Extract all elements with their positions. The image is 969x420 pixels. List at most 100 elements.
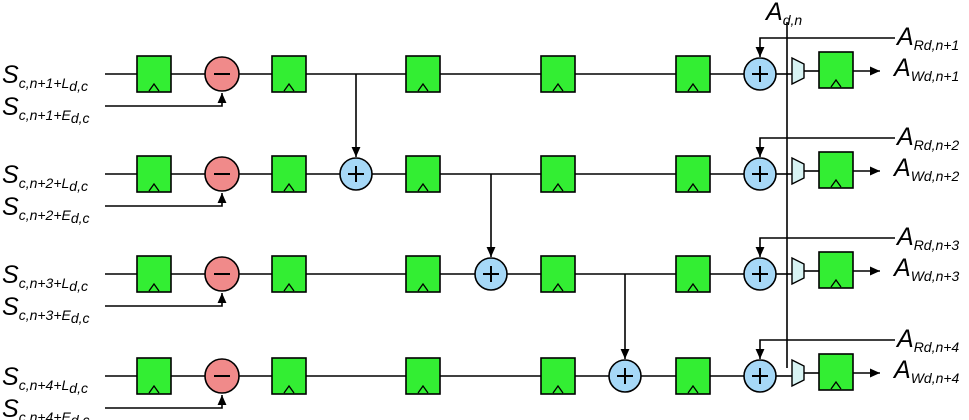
register-body (271, 155, 307, 193)
label-input-l: Sc,n+3+Ld,c (2, 261, 88, 294)
label-main: A (892, 154, 911, 182)
clock-mark (148, 282, 160, 292)
label-sub: Wd,n+1 (911, 68, 960, 84)
wire-feedback (755, 37, 787, 57)
label-main: S (2, 363, 19, 391)
register (136, 55, 172, 93)
label-main: A (895, 123, 914, 151)
label-sub: c,n+2+E (19, 207, 72, 223)
register-body (405, 357, 441, 395)
label-main: A (892, 54, 911, 82)
register (675, 255, 711, 293)
register (675, 155, 711, 193)
label-main: S (2, 293, 19, 321)
label-input-l: Sc,n+1+Ld,c (2, 61, 88, 94)
register-body (136, 255, 172, 293)
clock-mark (830, 78, 842, 88)
register (271, 55, 307, 93)
label-sub: Wd,n+3 (911, 268, 960, 284)
output-mux (791, 56, 805, 86)
label-ad-n: Ad,n (764, 0, 802, 28)
label-main: A (892, 254, 911, 282)
register-body (271, 255, 307, 293)
clock-mark (148, 384, 160, 394)
register-body (405, 55, 441, 93)
label-sub2: d,c (71, 412, 90, 420)
register (136, 357, 172, 395)
clock-mark (830, 178, 842, 188)
label-read-out: ARd,n+4 (895, 325, 959, 355)
components-layer (136, 51, 854, 395)
mux-body (791, 256, 805, 286)
register-body (271, 55, 307, 93)
label-main: S (2, 395, 19, 420)
label-input-l: Sc,n+4+Ld,c (2, 363, 88, 396)
output-mux (791, 156, 805, 186)
wire-input-e (105, 395, 227, 409)
output-adder (743, 359, 777, 393)
label-sub2: d,c (69, 380, 88, 396)
register (540, 155, 576, 193)
subtractor (204, 56, 240, 92)
register-body (540, 55, 576, 93)
register (540, 255, 576, 293)
register (405, 255, 441, 293)
mux-body (791, 358, 805, 388)
label-main: A (895, 223, 914, 251)
label-write-out: AWd,n+2 (892, 154, 960, 184)
label-main: A (895, 325, 914, 353)
label-main: A (895, 23, 914, 51)
wire-input-e (105, 93, 227, 107)
label-sub: Wd,n+2 (911, 168, 960, 184)
label-write-out: AWd,n+1 (892, 54, 959, 84)
label-main: S (2, 193, 19, 221)
label-sub: Rd,n+4 (914, 339, 960, 355)
register-body (405, 155, 441, 193)
register-body (818, 353, 854, 391)
output-adder (743, 257, 777, 291)
label-sub: Rd,n+1 (914, 37, 960, 53)
clock-mark (552, 282, 564, 292)
label-sub2: d,c (69, 278, 88, 294)
label-write-out: AWd,n+3 (892, 254, 960, 284)
output-register (818, 151, 854, 189)
register (271, 155, 307, 193)
register-body (818, 51, 854, 89)
label-input-e: Sc,n+3+Ed,c (2, 293, 90, 326)
output-register (818, 251, 854, 289)
wire-feedback (755, 237, 787, 257)
label-sub2: d,c (71, 310, 90, 326)
clock-mark (148, 182, 160, 192)
label-input-e: Sc,n+1+Ed,c (2, 93, 90, 126)
register (271, 255, 307, 293)
register-body (818, 151, 854, 189)
register (136, 155, 172, 193)
label-sub2: d,c (69, 178, 88, 194)
output-register (818, 353, 854, 391)
label-main: A (892, 356, 911, 384)
clock-mark (687, 182, 699, 192)
register-body (136, 155, 172, 193)
register-body (271, 357, 307, 395)
wires-layer (105, 22, 895, 409)
label-sub: Wd,n+4 (911, 370, 960, 386)
clock-mark (830, 380, 842, 390)
register-body (540, 155, 576, 193)
label-main: S (2, 261, 19, 289)
feedforward-adder (339, 157, 373, 191)
label-sub: c,n+2+L (19, 175, 70, 191)
clock-mark (283, 384, 295, 394)
register-body (136, 357, 172, 395)
label-sub: c,n+4+E (19, 409, 72, 420)
feedforward-adder (474, 257, 508, 291)
label-sub2: d,c (69, 78, 88, 94)
label-main: S (2, 61, 19, 89)
register-body (540, 357, 576, 395)
label-main: S (2, 93, 19, 121)
clock-mark (687, 282, 699, 292)
label-input-e: Sc,n+2+Ed,c (2, 193, 90, 226)
register (405, 357, 441, 395)
output-mux (791, 358, 805, 388)
register-body (540, 255, 576, 293)
